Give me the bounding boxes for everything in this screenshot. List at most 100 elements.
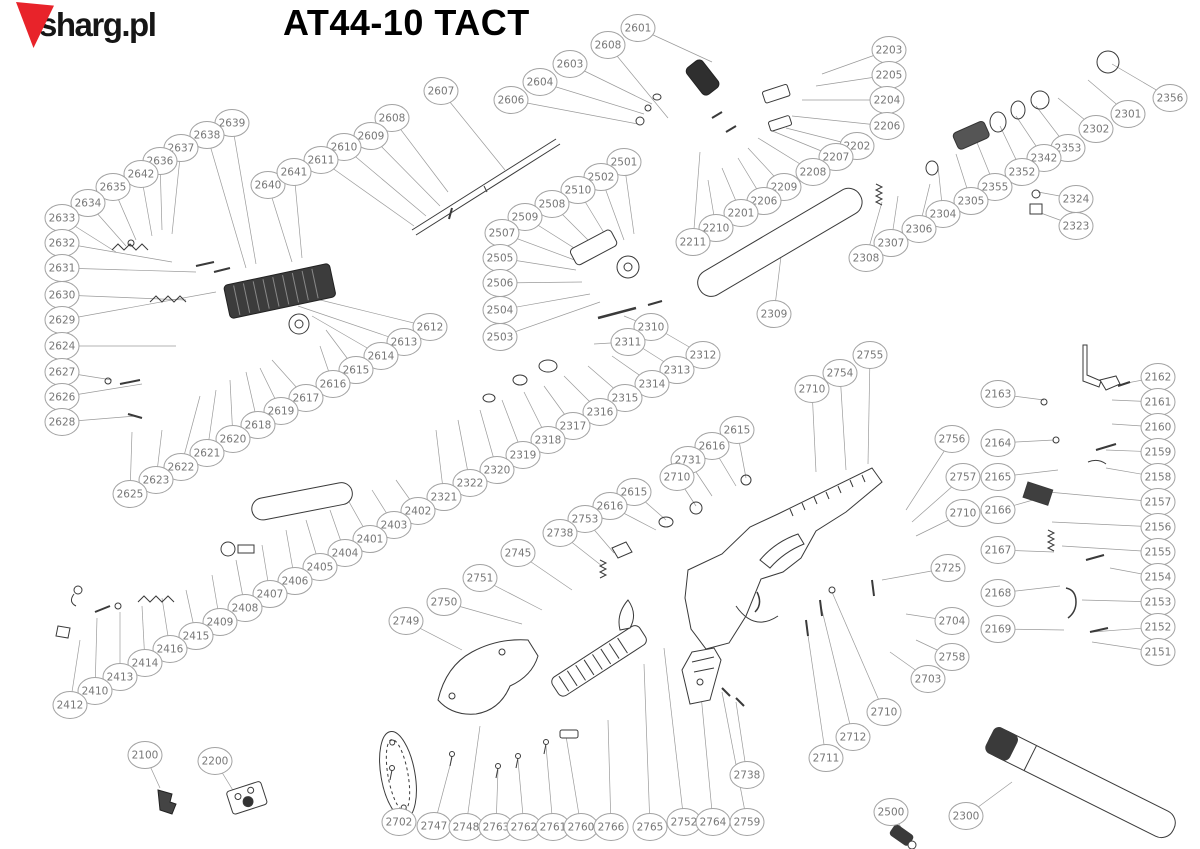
part-callout-2751: 2751	[462, 564, 498, 592]
part-callout-2617: 2617	[288, 384, 324, 412]
part-number-label: 2317	[560, 421, 587, 433]
part-number-label: 2159	[1145, 447, 1172, 459]
part-number-label: 2710	[950, 508, 977, 520]
part-number-label: 2616	[699, 441, 726, 453]
part-callout-bubble	[980, 536, 1016, 564]
part-callout-2764: 2764	[695, 808, 731, 836]
part-number-label: 2748	[453, 822, 480, 834]
part-number-label: 2738	[734, 770, 761, 782]
part-callout-2324: 2324	[1058, 185, 1094, 213]
part-callout-bubble	[388, 607, 424, 635]
part-callout-bubble	[542, 519, 578, 547]
part-callout-2306: 2306	[901, 215, 937, 243]
part-number-label: 2163	[985, 389, 1012, 401]
part-number-label: 2504	[487, 305, 514, 317]
part-number-label: 2627	[49, 367, 76, 379]
part-callout-2712: 2712	[835, 723, 871, 751]
part-callout-bubble	[202, 608, 238, 636]
part-callout-bubble	[127, 741, 163, 769]
part-callout-bubble	[534, 190, 570, 218]
part-callout-bubble	[302, 553, 338, 581]
part-callout-2408: 2408	[227, 594, 263, 622]
part-number-label: 2342	[1031, 153, 1058, 165]
part-callout-bubble	[945, 499, 981, 527]
part-number-label: 2356	[1157, 93, 1184, 105]
silencer-sketch	[685, 59, 720, 96]
part-number-label: 2408	[232, 603, 259, 615]
part-number-label: 2755	[857, 350, 884, 362]
leader-line	[721, 691, 748, 823]
part-callout-2625: 2625	[112, 480, 148, 508]
magazine-sketch	[288, 255, 640, 335]
part-callout-2639: 2639	[214, 109, 250, 137]
part-callout-bubble	[240, 411, 276, 439]
part-callout-bubble	[426, 483, 462, 511]
part-callout-2608: 2608	[374, 104, 410, 132]
part-callout-bubble	[980, 615, 1016, 643]
part-number-label: 2508	[539, 199, 566, 211]
part-number-label: 2500	[878, 807, 905, 819]
part-callout-bubble	[685, 341, 721, 369]
part-number-label: 2157	[1145, 497, 1172, 509]
part-number-label: 2503	[487, 332, 514, 344]
part-number-label: 2615	[621, 487, 648, 499]
part-number-label: 2638	[194, 130, 221, 142]
part-number-label: 2402	[405, 506, 432, 518]
part-callout-bubble	[178, 622, 214, 650]
part-callout-bubble	[606, 148, 642, 176]
part-callout-2307: 2307	[873, 229, 909, 257]
part-number-label: 2632	[49, 238, 76, 250]
leader-line	[303, 295, 431, 328]
part-callout-2416: 2416	[152, 635, 188, 663]
part-callout-bubble	[869, 112, 905, 140]
part-callout-2403: 2403	[376, 511, 412, 539]
part-number-label: 2211	[680, 237, 707, 249]
leader-line	[643, 663, 651, 828]
part-callout-2158: 2158	[1140, 463, 1176, 491]
part-callout-2750: 2750	[426, 588, 462, 616]
part-number-label: 2759	[734, 817, 761, 829]
leader-line	[565, 735, 582, 828]
part-callout-2738: 2738	[542, 519, 578, 547]
part-callout-2710: 2710	[866, 698, 902, 726]
part-number-label: 2618	[245, 420, 272, 432]
part-callout-bubble	[901, 215, 937, 243]
part-callout-2615: 2615	[616, 478, 652, 506]
part-callout-bubble	[794, 375, 830, 403]
part-callout-2608: 2608	[590, 31, 626, 59]
part-number-label: 2168	[985, 588, 1012, 600]
part-callout-bubble	[482, 323, 518, 351]
part-callout-bubble	[610, 328, 646, 356]
leader-line	[440, 90, 506, 171]
part-callout-bubble	[44, 408, 80, 436]
part-callout-bubble	[675, 228, 711, 256]
part-callout-2315: 2315	[607, 384, 643, 412]
part-number-label: 2160	[1145, 422, 1172, 434]
part-callout-bubble	[659, 356, 695, 384]
part-number-label: 2625	[117, 489, 144, 501]
leader-line	[607, 44, 669, 119]
part-callout-2635: 2635	[95, 173, 131, 201]
leader-line	[539, 81, 645, 115]
part-callout-bubble	[400, 497, 436, 525]
part-callout-bubble	[977, 173, 1013, 201]
part-callout-bubble	[479, 456, 515, 484]
part-number-label: 2413	[107, 672, 134, 684]
grip-sketch	[681, 591, 779, 705]
part-number-label: 2405	[307, 562, 334, 574]
air-cylinder-sketch	[697, 187, 863, 297]
part-callout-bubble	[925, 200, 961, 228]
part-callout-2640: 2640	[250, 171, 286, 199]
part-number-label: 2753	[572, 514, 599, 526]
part-callout-2760: 2760	[563, 813, 599, 841]
part-callout-bubble	[315, 370, 351, 398]
part-callout-2318: 2318	[530, 426, 566, 454]
part-number-label: 2308	[853, 253, 880, 265]
part-callout-2161: 2161	[1140, 388, 1176, 416]
part-number-label: 2635	[100, 182, 127, 194]
part-callout-bubble	[1004, 158, 1040, 186]
part-callout-bubble	[197, 747, 233, 775]
part-callout-2615: 2615	[719, 416, 755, 444]
part-callout-bubble	[505, 441, 541, 469]
part-callout-bubble	[462, 564, 498, 592]
